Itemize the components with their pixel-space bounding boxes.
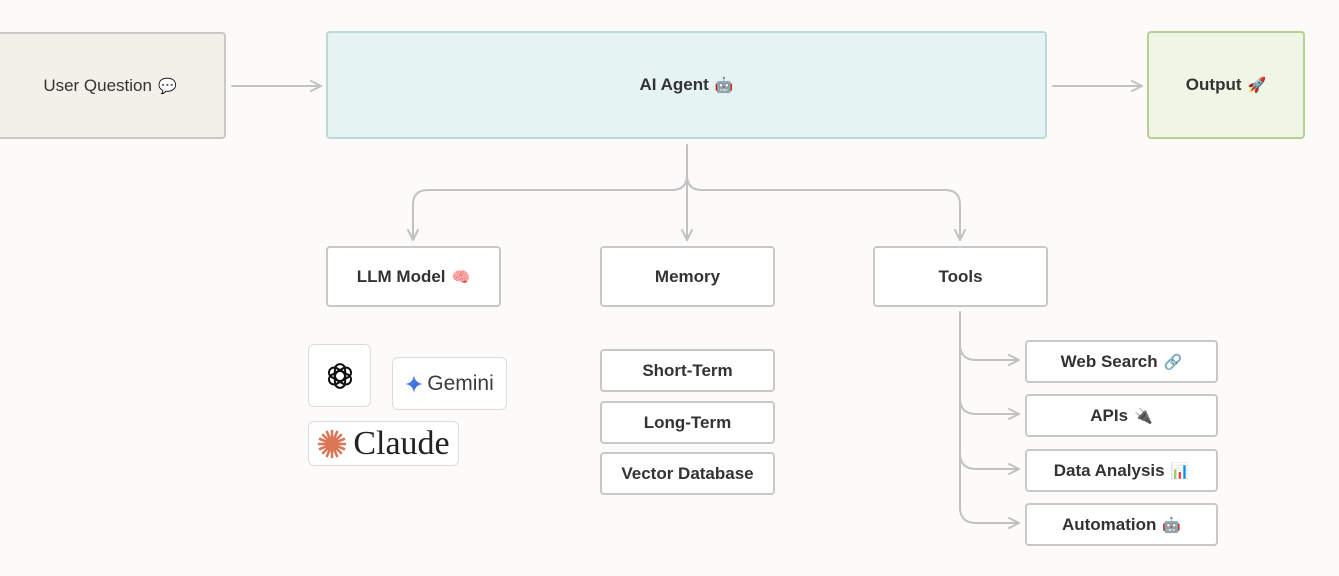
branch-to-llm-model: [407, 174, 688, 241]
speech-bubble-icon: 💬: [157, 76, 177, 95]
memory-node: Memory: [600, 246, 775, 307]
branch-to-data-analysis: [959, 452, 1020, 475]
openai-logo: [308, 344, 371, 407]
ai-agent-label: AI Agent: [639, 75, 709, 94]
claude-wordmark: Claude: [353, 424, 450, 462]
tool-item-label: Data Analysis: [1053, 460, 1165, 480]
memory-item-label: Vector Database: [621, 463, 754, 483]
llm-model-label: LLM Model: [356, 266, 446, 286]
tool-item-automation: Automation 🤖: [1025, 503, 1218, 546]
memory-item-vector-database: Vector Database: [600, 452, 775, 495]
plug-icon: 🔌: [1134, 406, 1153, 425]
memory-item-long-term: Long-Term: [600, 401, 775, 444]
llm-model-node: LLM Model 🧠: [326, 246, 501, 307]
output-node: Output 🚀: [1147, 31, 1305, 139]
tools-node: Tools: [873, 246, 1048, 307]
tool-item-label: Web Search: [1060, 351, 1158, 371]
branch-to-tools: [686, 174, 966, 241]
gemini-wordmark: Gemini: [427, 371, 494, 395]
openai-logo-icon: [327, 362, 352, 389]
claude-starburst-icon: [318, 429, 347, 458]
rocket-icon: 🚀: [1247, 76, 1267, 94]
user-question-label: User Question: [43, 75, 152, 95]
branch-to-automation: [959, 506, 1020, 529]
tool-item-label: APIs: [1090, 405, 1129, 425]
gemini-sparkle-icon: [405, 374, 424, 393]
robot-icon: 🤖: [714, 76, 734, 94]
link-icon: 🔗: [1163, 352, 1183, 371]
memory-item-short-term: Short-Term: [600, 349, 775, 392]
tool-item-data-analysis: Data Analysis 📊: [1025, 449, 1218, 492]
memory-label: Memory: [654, 266, 721, 286]
robot-icon: 🤖: [1162, 515, 1182, 534]
tool-item-apis: APIs 🔌: [1025, 394, 1218, 437]
gemini-logo: Gemini: [392, 357, 507, 410]
memory-item-label: Long-Term: [643, 412, 732, 432]
tool-item-label: Automation: [1061, 514, 1157, 534]
tools-label: Tools: [938, 266, 983, 286]
tool-item-web-search: Web Search 🔗: [1025, 340, 1218, 383]
claude-logo: Claude: [308, 421, 459, 466]
memory-item-label: Short-Term: [642, 360, 733, 380]
brain-icon: 🧠: [451, 267, 471, 286]
user-question-node: User Question 💬: [0, 32, 226, 139]
bar-chart-icon: 📊: [1170, 461, 1190, 480]
branch-to-web-search: [959, 343, 1020, 366]
output-label: Output: [1185, 75, 1242, 94]
ai-agent-node: AI Agent 🤖: [326, 31, 1047, 139]
branch-to-apis: [959, 397, 1020, 420]
